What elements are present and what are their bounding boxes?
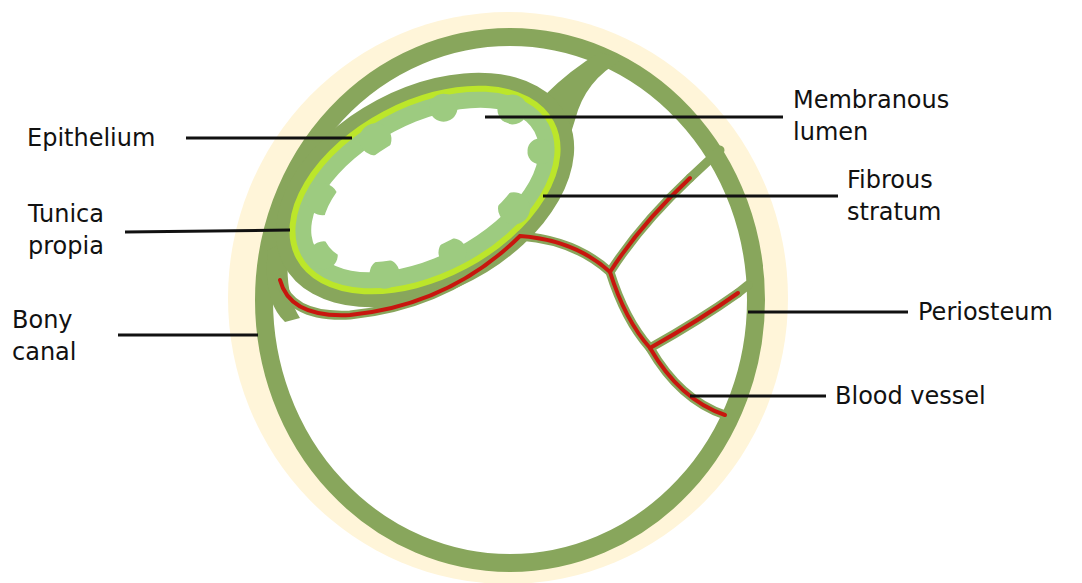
tunica-propria (258, 47, 591, 333)
bony-canal-shape (228, 12, 788, 583)
part-label: Tunica propia (28, 198, 138, 262)
membranous-lumen-core (300, 88, 550, 292)
part-label: Blood vessel (835, 380, 986, 412)
part-label: Fibrous stratum (847, 164, 1007, 228)
part-label: Periosteum (918, 296, 1053, 328)
fibrous-strands (280, 150, 748, 415)
part-label: Membranous lumen (793, 84, 983, 148)
part-label: Epithelium (27, 122, 155, 154)
part-label: Bony canal (12, 304, 112, 368)
blood-vessels (280, 178, 738, 415)
leader-lines (118, 117, 908, 396)
membranous-lumen-space (285, 74, 566, 307)
epithelial-folds (267, 53, 581, 325)
